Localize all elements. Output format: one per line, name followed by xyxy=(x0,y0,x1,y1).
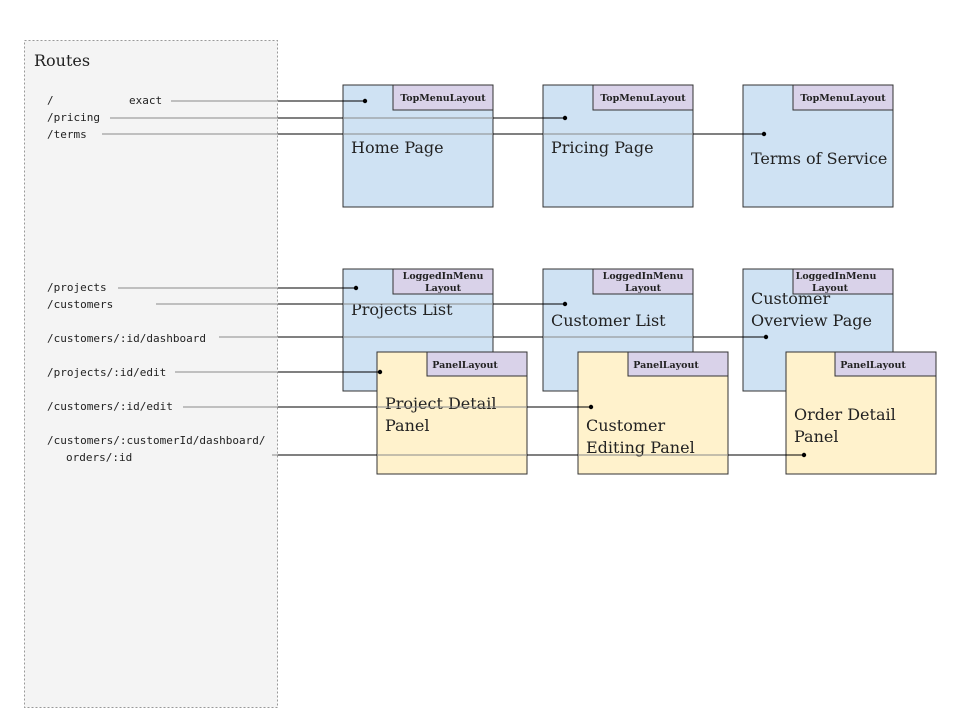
customer-overview-layout-tag xyxy=(792,268,894,295)
terms-page-layout-tag xyxy=(792,84,894,111)
customer-editing-panel-title-line1: Customer xyxy=(586,416,665,435)
project-detail-panel-layout-tag-label: PanelLayout xyxy=(432,360,498,371)
order-detail-panel-layout-tag xyxy=(834,351,937,377)
endpoint-home xyxy=(362,98,368,104)
route-home: / xyxy=(47,94,54,107)
route-customers: /customers xyxy=(47,298,113,311)
pricing-page-layout-tag-label: TopMenuLayout xyxy=(600,93,686,104)
customer-overview-title-line2: Overview Page xyxy=(751,311,872,330)
customer-list-layout-tag-line2: Layout xyxy=(625,283,662,294)
terms-page-title: Terms of Service xyxy=(751,149,887,168)
connector-dark-segments xyxy=(278,100,804,456)
projects-list-layout-tag-line2: Layout xyxy=(425,283,462,294)
pricing-page-title: Pricing Page xyxy=(551,138,654,157)
route-order-detail-line1: /customers/:customerId/dashboard/ xyxy=(47,434,266,447)
endpoint-customer-dashboard xyxy=(763,334,769,340)
endpoint-customers xyxy=(562,301,568,307)
home-page-layout-tag-label: TopMenuLayout xyxy=(400,93,486,104)
route-customer-dashboard: /customers/:id/dashboard xyxy=(47,332,206,345)
home-page-layout-tag xyxy=(392,84,494,111)
customer-list-title: Customer List xyxy=(551,311,666,330)
route-list: / exact /pricing /terms /projects /custo… xyxy=(47,94,266,464)
customer-editing-panel-layout-tag xyxy=(627,351,729,377)
route-home-exact-flag: exact xyxy=(129,94,162,107)
order-detail-panel-layout-tag-label: PanelLayout xyxy=(840,360,906,371)
route-terms: /terms xyxy=(47,128,87,141)
project-detail-panel-box: PanelLayout Project Detail Panel xyxy=(376,351,528,475)
endpoint-terms xyxy=(761,131,767,137)
route-pricing: /pricing xyxy=(47,111,100,124)
pricing-page-box: TopMenuLayout Pricing Page xyxy=(542,84,694,208)
endpoint-project-edit xyxy=(377,369,383,375)
project-detail-panel-layout-tag xyxy=(426,351,528,377)
project-detail-panel-title-line2: Panel xyxy=(385,416,429,435)
page-boxes: TopMenuLayout Home Page TopMenuLayout Pr… xyxy=(342,84,937,475)
customer-overview-layout-tag-line1: LoggedInMenu xyxy=(796,271,877,282)
connector-endpoints xyxy=(353,98,807,458)
route-project-edit: /projects/:id/edit xyxy=(47,366,166,379)
customer-list-layout-tag-line1: LoggedInMenu xyxy=(603,271,684,282)
projects-list-layout-tag-line1: LoggedInMenu xyxy=(403,271,484,282)
customer-overview-title-line1: Customer xyxy=(751,289,830,308)
order-detail-panel-title-line2: Panel xyxy=(794,427,838,446)
routes-panel: Routes xyxy=(24,40,278,708)
projects-list-layout-tag xyxy=(392,268,494,295)
customer-editing-panel-title-line2: Editing Panel xyxy=(586,438,695,457)
endpoint-projects xyxy=(353,285,359,291)
route-customer-edit: /customers/:id/edit xyxy=(47,400,173,413)
route-projects: /projects xyxy=(47,281,107,294)
endpoint-pricing xyxy=(562,115,568,121)
customer-overview-layout-tag-line2: Layout xyxy=(812,283,849,294)
order-detail-panel-box: PanelLayout Order Detail Panel xyxy=(785,351,937,475)
projects-list-title: Projects List xyxy=(351,300,453,319)
project-detail-panel-title-line1: Project Detail xyxy=(385,394,496,413)
customer-editing-panel-layout-tag-label: PanelLayout xyxy=(633,360,699,371)
endpoint-order-detail xyxy=(801,452,807,458)
home-page-title: Home Page xyxy=(351,138,444,157)
terms-page-box: TopMenuLayout Terms of Service xyxy=(742,84,894,208)
endpoint-customer-edit xyxy=(588,404,594,410)
order-detail-panel-title-line1: Order Detail xyxy=(794,405,896,424)
route-order-detail-line2: orders/:id xyxy=(66,451,132,464)
terms-page-layout-tag-label: TopMenuLayout xyxy=(800,93,886,104)
home-page-box: TopMenuLayout Home Page xyxy=(342,84,494,208)
routes-panel-title: Routes xyxy=(34,51,90,70)
customer-editing-panel-box: PanelLayout Customer Editing Panel xyxy=(577,351,729,475)
pricing-page-layout-tag xyxy=(592,84,694,111)
customer-list-layout-tag xyxy=(592,268,694,295)
